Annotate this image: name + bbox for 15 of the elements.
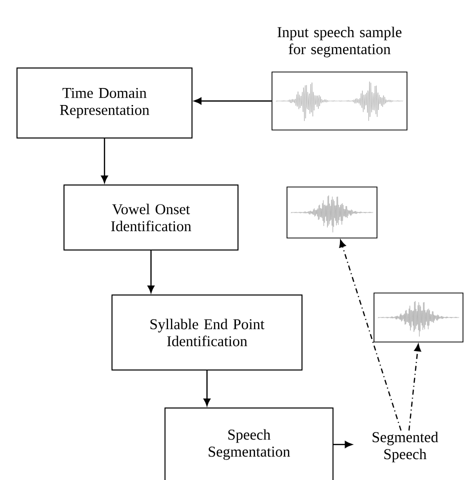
process-box: Speech Segmentation xyxy=(164,408,334,480)
arrow xyxy=(204,370,210,406)
arrow xyxy=(408,344,422,431)
arrow xyxy=(339,240,402,431)
arrow xyxy=(148,250,154,293)
heading: Input speech sample for segmentation xyxy=(278,26,402,58)
process-box: Vowel Onset Identification xyxy=(64,184,238,250)
process-box: Syllable End Point Identification xyxy=(112,294,302,370)
waveform-picture xyxy=(374,292,464,342)
arrow xyxy=(194,98,272,104)
label-text: Segmented Speech xyxy=(372,432,438,462)
waveform-picture xyxy=(286,186,378,238)
process-box: Time Domain Representation xyxy=(16,68,192,138)
arrow xyxy=(101,138,108,183)
arrow xyxy=(334,441,352,448)
